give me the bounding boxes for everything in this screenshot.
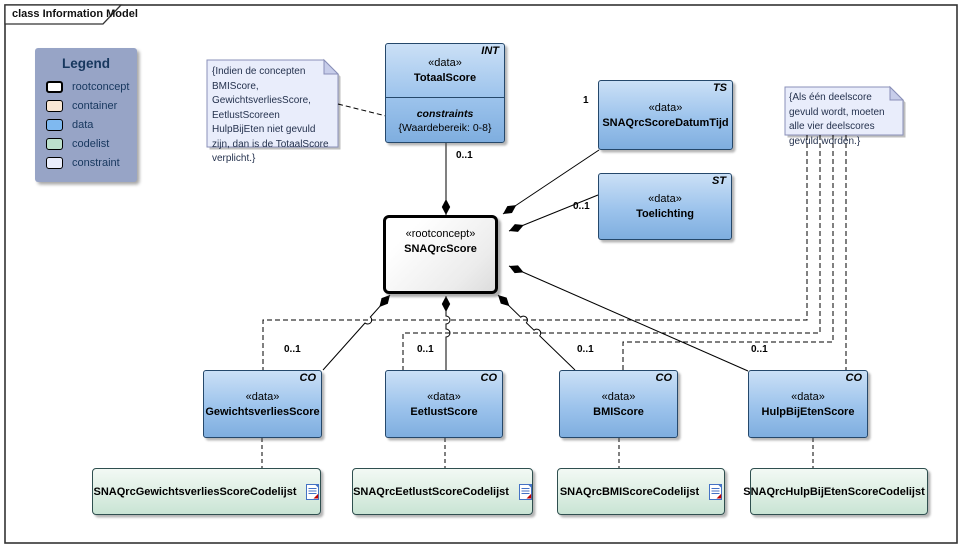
- class-hulpbijetenscore: CO «data» HulpBijEtenScore: [748, 370, 868, 438]
- class-eetlustscore: CO «data» EetlustScore: [385, 370, 503, 438]
- container-color-swatch: [46, 99, 63, 112]
- legend-label: constraint: [72, 156, 120, 169]
- composition-gewichtsverlies: [322, 294, 391, 371]
- type-tag: CO: [480, 372, 498, 384]
- legend-item-container: container: [35, 96, 137, 115]
- class-gewichtsverliesscore: CO «data» GewichtsverliesScore: [203, 370, 322, 438]
- diagram-frame-tab: [4, 4, 123, 25]
- composition-toelichting: [508, 194, 599, 232]
- class-totaalscore: INT «data» TotaalScore constraints {Waar…: [385, 43, 505, 143]
- composition-bmi: [497, 294, 576, 371]
- class-name: Toelichting: [636, 208, 694, 220]
- stereotype: «data»: [648, 101, 683, 114]
- composition-hulpbijeten: [508, 265, 749, 372]
- legend-item-rootconcept: rootconcept: [35, 77, 137, 96]
- class-toelichting: ST «data» Toelichting: [598, 173, 732, 240]
- constraints-compartment: constraints {Waardebereik: 0-8}: [386, 97, 504, 143]
- codelist-gewichtsverlies: SNAQrcGewichtsverliesScoreCodelijst: [92, 468, 321, 515]
- type-tag: TS: [712, 82, 727, 94]
- codelist-name: SNAQrcBMIScoreCodelijst: [559, 485, 700, 498]
- class-name: EetlustScore: [410, 405, 478, 418]
- codelist-color-swatch: [46, 137, 63, 150]
- legend-label: container: [72, 99, 118, 112]
- deelscore-constraint-note: {Als één deelscore gevuld wordt, moeten …: [789, 92, 885, 147]
- stereotype: «rootconcept»: [405, 228, 476, 240]
- legend-item-data: data: [35, 115, 137, 134]
- legend-label: rootconcept: [72, 80, 130, 93]
- type-tag: CO: [299, 372, 317, 384]
- composition-score-datumtijd: [502, 149, 600, 215]
- diagram-title: class Information Model: [12, 8, 138, 20]
- codelist-document-icon: [306, 483, 320, 500]
- codelist-name: SNAQrcEetlustScoreCodelijst: [353, 485, 509, 498]
- class-header: «data» GewichtsverliesScore: [204, 371, 321, 437]
- class-name: SNAQrcScoreDatumTijd: [602, 116, 729, 129]
- class-header: «data» SNAQrcScoreDatumTijd: [599, 81, 732, 149]
- legend: Legend rootconcept container data codeli…: [35, 48, 137, 182]
- composition-eetlust: [441, 296, 451, 370]
- class-bmiscore: CO «data» BMIScore: [559, 370, 678, 438]
- multiplicity-gewichtsverlies: 0..1: [284, 344, 301, 355]
- compartment-label: constraints: [416, 107, 474, 120]
- totaalscore-note-shape: [206, 58, 341, 150]
- diagram-frame: [4, 4, 958, 544]
- multiplicity-hulpbijeten: 0..1: [751, 344, 768, 355]
- legend-label: codelist: [72, 137, 110, 150]
- constraint-link-gewichtsverlies: [262, 135, 808, 370]
- type-tag: CO: [655, 372, 673, 384]
- stereotype: «data»: [245, 390, 280, 403]
- codelist-name: SNAQrcGewichtsverliesScoreCodelijst: [93, 485, 297, 498]
- stereotype: «data»: [791, 390, 825, 403]
- legend-title: Legend: [61, 56, 110, 71]
- constraint-link-bmi: [622, 135, 834, 370]
- multiplicity-bmi: 0..1: [577, 344, 594, 355]
- class-name: HulpBijEtenScore: [761, 405, 855, 418]
- stereotype: «data»: [427, 390, 461, 403]
- multiplicity-score-datumtijd: 1: [583, 95, 589, 106]
- constraint-value: {Waardebereik: 0-8}: [398, 121, 492, 134]
- codelist-name: SNAQrcHulpBijEtenScoreCodelijst: [743, 485, 925, 498]
- multiplicity-toelichting: 0..1: [573, 201, 590, 212]
- stereotype: «data»: [601, 390, 636, 403]
- type-tag: INT: [481, 45, 499, 57]
- class-header: «data» Toelichting: [599, 174, 731, 239]
- deelscore-note-shape: [784, 85, 906, 138]
- class-header: «data» HulpBijEtenScore: [749, 371, 867, 437]
- class-header: «data» TotaalScore: [386, 44, 504, 97]
- codelist-document-icon: [709, 483, 723, 500]
- legend-items: rootconcept container data codelist cons…: [35, 77, 137, 172]
- class-header: «rootconcept» SNAQrcScore: [386, 218, 495, 255]
- legend-item-constraint: constraint: [35, 153, 137, 172]
- codelist-eetlust: SNAQrcEetlustScoreCodelijst: [352, 468, 533, 515]
- class-score-datumtijd: TS «data» SNAQrcScoreDatumTijd: [598, 80, 733, 150]
- constraint-link-eetlust: [402, 135, 821, 370]
- class-header: «data» BMIScore: [560, 371, 677, 437]
- stereotype: «data»: [428, 57, 462, 69]
- class-name: TotaalScore: [413, 72, 477, 84]
- class-snaqrcscore: «rootconcept» SNAQrcScore: [383, 215, 498, 294]
- class-header: «data» EetlustScore: [386, 371, 502, 437]
- legend-item-codelist: codelist: [35, 134, 137, 153]
- multiplicity-totaalscore: 0..1: [456, 150, 473, 161]
- constraint-color-swatch: [46, 156, 63, 169]
- codelist-bmi: SNAQrcBMIScoreCodelijst: [557, 468, 725, 515]
- notelink-totaalscore: [337, 103, 387, 117]
- codelist-document-icon: [518, 483, 532, 500]
- legend-label: data: [72, 118, 94, 131]
- data-color-swatch: [46, 118, 63, 131]
- class-name: SNAQrcScore: [404, 243, 477, 255]
- stereotype: «data»: [648, 193, 682, 205]
- class-name: GewichtsverliesScore: [205, 405, 320, 418]
- type-tag: ST: [711, 175, 726, 187]
- multiplicity-eetlust: 0..1: [417, 344, 434, 355]
- type-tag: CO: [845, 372, 863, 384]
- codelist-hulpbijeten: SNAQrcHulpBijEtenScoreCodelijst: [743, 468, 928, 515]
- class-name: BMIScore: [593, 405, 644, 418]
- totaalscore-constraint-note: {Indien de concepten BMIScore, Gewichtsv…: [212, 66, 329, 164]
- rootconcept-color-swatch: [46, 80, 63, 93]
